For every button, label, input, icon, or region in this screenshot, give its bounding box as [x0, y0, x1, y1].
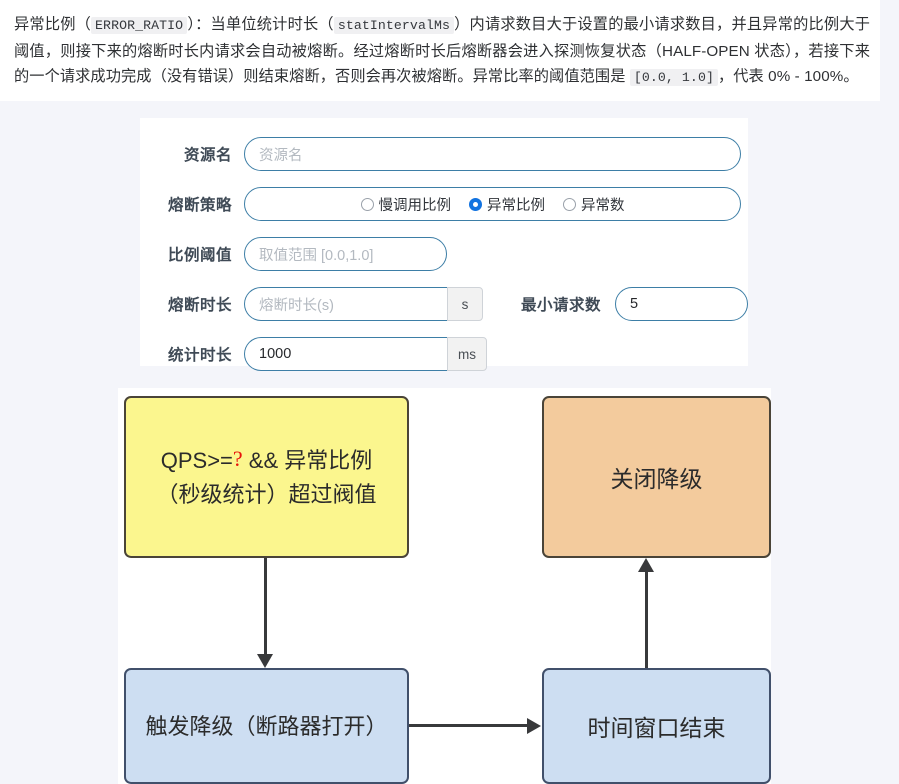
diagram-node-close-degrade: 关闭降级 [542, 396, 771, 558]
form-row-resource: 资源名 资源名 [140, 130, 748, 178]
radio-dot-selected-icon [469, 197, 482, 211]
description-segment: 异常比例（ [14, 16, 92, 33]
stat-interval-label: 统计时长 [167, 347, 232, 364]
radio-dot-icon [563, 197, 576, 211]
strategy-radio-group: 慢调用比例 异常比例 异常数 [244, 187, 741, 221]
break-duration-unit: s [447, 287, 483, 321]
stat-interval-group: 1000 ms [244, 337, 487, 371]
form-row-stat-interval: 统计时长 1000 ms [140, 330, 748, 378]
arrow-condition-to-trigger-line [264, 558, 267, 654]
radio-error-count[interactable]: 异常数 [563, 194, 625, 215]
description-segment: ，代表 0% - 100%。 [717, 68, 859, 85]
diagram-node-condition: QPS>=? && 异常比例（秒级统计）超过阀值 [124, 396, 409, 558]
arrow-window-to-close-line [645, 572, 648, 668]
condition-suffix: && 异常比例（秒级统计）超过阀值 [156, 448, 377, 507]
stat-interval-input[interactable]: 1000 [244, 337, 447, 371]
radio-dot-icon [360, 197, 374, 211]
radio-label: 异常数 [581, 197, 625, 214]
condition-prefix: QPS>= [160, 448, 233, 473]
radio-error-ratio[interactable]: 异常比例 [469, 194, 545, 215]
inline-code: ERROR_RATIO [91, 17, 188, 34]
node-label: 时间窗口结束 [587, 715, 726, 741]
radio-label: 慢调用比例 [378, 197, 452, 214]
circuit-breaker-flow-diagram: QPS>=? && 异常比例（秒级统计）超过阀值 关闭降级 触发降级（断路器打开… [118, 388, 771, 784]
inline-code: statIntervalMs [333, 17, 455, 34]
node-label: 触发降级（断路器打开） [145, 713, 388, 739]
condition-node-text: QPS>=? && 异常比例（秒级统计）超过阀值 [140, 442, 393, 512]
break-duration-input[interactable]: 熔断时长(s) [244, 287, 447, 321]
description-banner: 异常比例（ERROR_RATIO）：当单位统计时长（statIntervalMs… [0, 0, 880, 101]
radio-label: 异常比例 [487, 197, 545, 214]
form-row-ratio-threshold: 比例阈值 取值范围 [0.0,1.0] [140, 230, 748, 278]
radio-slow-call-ratio[interactable]: 慢调用比例 [360, 194, 452, 215]
inline-code: [0.0, 1.0] [629, 69, 718, 86]
node-label: 关闭降级 [610, 466, 703, 492]
ratio-threshold-label: 比例阈值 [167, 247, 232, 264]
arrow-trigger-to-window-line [409, 724, 527, 727]
break-duration-label: 熔断时长 [167, 297, 232, 314]
circuit-breaker-form: 资源名 资源名 熔断策略 慢调用比例 异常比例 异常数 比例阈值 取值范围 [0… [140, 118, 748, 371]
description-text: 异常比例（ERROR_RATIO）：当单位统计时长（statIntervalMs… [14, 16, 871, 86]
red-question-mark-annotation: ? [232, 446, 243, 471]
description-segment: ）：当单位统计时长（ [187, 16, 334, 33]
strategy-label: 熔断策略 [167, 197, 232, 214]
resource-name-label: 资源名 [183, 147, 232, 164]
arrow-window-to-close-head [638, 558, 654, 572]
diagram-node-trigger-degrade: 触发降级（断路器打开） [124, 668, 409, 784]
form-row-break-duration: 熔断时长 熔断时长(s) s 最小请求数 5 [140, 280, 748, 328]
arrow-condition-to-trigger-head [257, 654, 273, 668]
ratio-threshold-input[interactable]: 取值范围 [0.0,1.0] [244, 237, 447, 271]
min-requests-label: 最小请求数 [521, 297, 602, 314]
arrow-trigger-to-window-head [527, 718, 541, 734]
min-requests-input[interactable]: 5 [615, 287, 748, 321]
diagram-node-window-end: 时间窗口结束 [542, 668, 771, 784]
description-segment: ）内请求数目大于设置的最小请求数目，并且异常的比例大于阈值，则接下来的熔断时长内… [14, 16, 871, 85]
stat-interval-unit: ms [447, 337, 487, 371]
form-row-strategy: 熔断策略 慢调用比例 异常比例 异常数 [140, 180, 748, 228]
resource-name-input[interactable]: 资源名 [244, 137, 741, 171]
break-duration-group: 熔断时长(s) s [244, 287, 483, 321]
